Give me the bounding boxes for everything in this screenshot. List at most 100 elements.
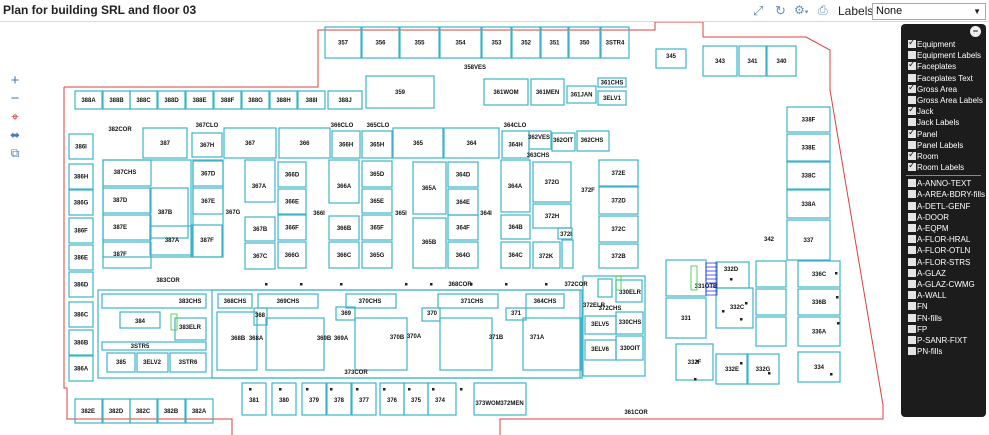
layer-checkbox[interactable] (908, 347, 916, 356)
equipment-mark (430, 283, 433, 286)
zoom-out-icon[interactable]: − (10, 90, 20, 107)
cad-layer-toggle[interactable]: A-EQPM (901, 223, 986, 234)
layer-toggle[interactable]: Faceplates Text (901, 73, 986, 84)
layer-checkbox[interactable] (908, 160, 916, 172)
layer-toggle[interactable]: Faceplates (901, 59, 986, 72)
labels-select[interactable]: None ▼ (872, 3, 986, 20)
layers-icon[interactable]: ⧉ (10, 146, 20, 160)
layer-checkbox[interactable] (908, 82, 916, 93)
cad-layer-toggle[interactable]: A-WALL (901, 290, 986, 301)
cad-layer-toggle[interactable]: A-FLOR-STRS (901, 257, 986, 268)
layer-checkbox[interactable] (908, 104, 916, 116)
room-outline (68, 244, 94, 271)
room-label: 351 (549, 41, 560, 47)
room-outline (174, 317, 207, 341)
room-label: 380 (279, 398, 290, 404)
cad-layer-toggle[interactable]: A-DOOR (901, 212, 986, 223)
locate-icon[interactable]: ⌖ (11, 109, 19, 124)
cad-layer-toggle[interactable]: FN-fills (901, 313, 986, 324)
layer-checkbox[interactable] (908, 95, 916, 104)
cad-layer-toggle[interactable]: A-GLAZ-CWMG (901, 279, 986, 290)
room-label: 366E (285, 200, 299, 206)
fit-icon[interactable]: ⬌ (9, 128, 21, 142)
room-outline (68, 301, 94, 328)
layer-checkbox[interactable] (908, 51, 916, 60)
layer-checkbox[interactable] (908, 246, 916, 255)
divider (906, 175, 981, 177)
layer-toggle[interactable]: Equipment (901, 37, 986, 50)
cad-layer-toggle[interactable]: FN (901, 301, 986, 312)
layer-checkbox[interactable] (908, 190, 916, 199)
layer-checkbox[interactable] (908, 179, 916, 188)
room-label: 379 (309, 398, 320, 404)
room-label: 361COR (624, 410, 648, 416)
layer-toggle[interactable]: Room Labels (901, 160, 986, 173)
room-outline (576, 130, 610, 152)
cad-layer-toggle[interactable]: FP (901, 324, 986, 335)
room-outline (106, 352, 136, 373)
room-label: 383CHS (179, 299, 202, 305)
gear-icon[interactable]: ⚙▾ (794, 3, 809, 17)
expand-icon[interactable]: ⤢ (753, 3, 764, 18)
layer-checkbox[interactable] (908, 73, 916, 82)
layer-checkbox[interactable] (908, 212, 916, 221)
layer-checkbox[interactable] (908, 201, 916, 210)
layer-checkbox[interactable] (908, 37, 916, 48)
layer-checkbox[interactable] (908, 235, 916, 244)
cad-layer-toggle[interactable]: A-AREA-BDRY-fills (901, 189, 986, 200)
layer-checkbox[interactable] (908, 268, 916, 277)
layer-checkbox[interactable] (908, 313, 916, 322)
map-toolbar: + − ⌖ ⬌ ⧉ (6, 72, 26, 162)
room-outline (68, 163, 94, 190)
layer-checkbox[interactable] (908, 335, 916, 344)
layer-checkbox[interactable] (908, 257, 916, 266)
layer-toggle[interactable]: Jack Labels (901, 117, 986, 128)
cad-layer-toggle[interactable]: A-ANNO-TEXT (901, 178, 986, 189)
room-label: 340 (776, 59, 787, 65)
equipment-mark (545, 283, 548, 286)
layer-checkbox[interactable] (908, 224, 916, 232)
layer-checkbox[interactable] (908, 127, 916, 138)
layer-toggle[interactable]: Equipment Labels (901, 50, 986, 61)
room-outline (561, 239, 574, 269)
room-label: 364A (508, 184, 523, 190)
layer-checkbox[interactable] (908, 118, 916, 127)
room-outline (797, 351, 841, 383)
layer-checkbox[interactable] (908, 279, 916, 288)
layer-checkbox[interactable] (908, 302, 916, 311)
layer-toggle[interactable]: Room (901, 149, 986, 162)
room-outline (68, 271, 94, 298)
room-label: 367C (253, 254, 268, 260)
layer-toggle[interactable]: Jack (901, 104, 986, 117)
layer-toggle[interactable]: Panel Labels (901, 140, 986, 151)
cad-layer-toggle[interactable]: P-SANR-FIXT (901, 335, 986, 346)
printer-icon[interactable]: ⎙ (818, 3, 828, 17)
cad-layer-toggle[interactable]: A-FLOR-OTLN (901, 245, 986, 256)
cad-layer-toggle[interactable]: PN-fills (901, 346, 986, 357)
layer-toggle[interactable]: Panel (901, 127, 986, 140)
zoom-in-icon[interactable]: + (10, 72, 20, 89)
stairs (705, 262, 718, 296)
cad-layer-toggle[interactable]: A-DETL-GENF (901, 201, 986, 212)
room-label: 365H (370, 143, 384, 149)
cad-layer-toggle[interactable]: A-GLAZ (901, 268, 986, 279)
cad-layer-toggle[interactable]: A-FLOR-HRAL (901, 234, 986, 245)
equipment-mark (470, 283, 473, 286)
layer-label: Jack Labels (917, 118, 960, 128)
close-icon[interactable]: − (970, 26, 981, 37)
layer-checkbox[interactable] (908, 140, 916, 149)
layer-toggle[interactable]: Gross Area (901, 82, 986, 95)
room-outline (615, 279, 643, 303)
layer-checkbox[interactable] (908, 324, 916, 333)
layer-checkbox[interactable] (908, 59, 916, 71)
layer-checkbox[interactable] (908, 291, 916, 300)
layer-toggle[interactable]: Gross Area Labels (901, 95, 986, 106)
room-outline (797, 316, 841, 347)
layer-checkbox[interactable] (908, 149, 916, 160)
room-outline (566, 85, 597, 104)
room-outline (324, 26, 362, 59)
room-label: 368A (249, 336, 264, 342)
room-outline (361, 160, 393, 188)
refresh-icon[interactable]: ↻ (775, 3, 786, 18)
